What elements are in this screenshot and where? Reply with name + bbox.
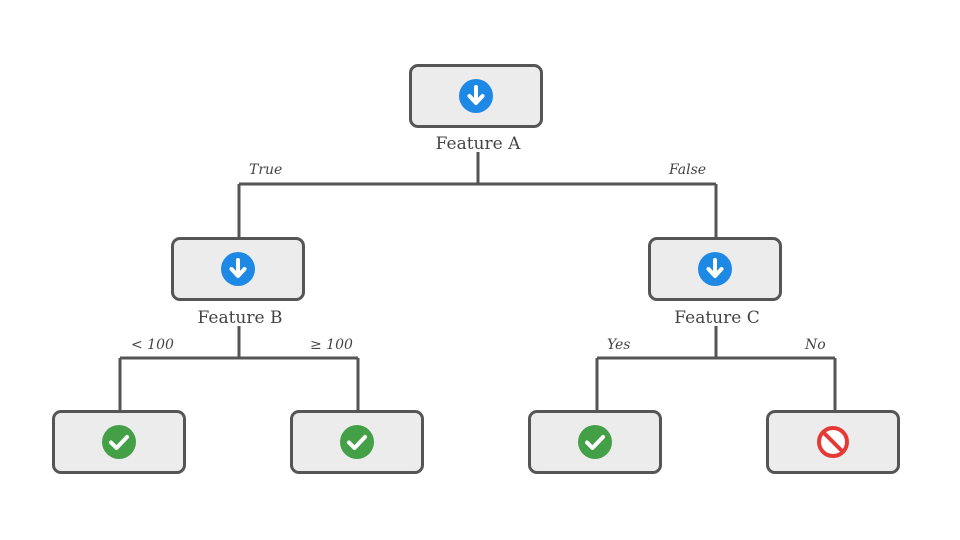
- edge-c-to-leaves: [595, 326, 837, 411]
- edge-b-to-leaves: [118, 326, 360, 411]
- edge-label-less-100: < 100: [131, 337, 174, 353]
- edge-label-ge-100: ≥ 100: [310, 337, 353, 353]
- node-feature-a[interactable]: [409, 64, 543, 128]
- edge-root-to-b-c: [237, 152, 718, 238]
- node-label-feature-a: Feature A: [435, 134, 521, 154]
- node-feature-b[interactable]: [171, 237, 305, 301]
- node-label-feature-c: Feature C: [674, 308, 760, 328]
- leaf-c-no[interactable]: [766, 410, 900, 474]
- down-arrow-icon: [698, 252, 732, 286]
- check-icon: [340, 425, 374, 459]
- check-icon: [578, 425, 612, 459]
- no-entry-icon: [817, 426, 849, 458]
- edge-label-false: False: [669, 162, 707, 178]
- leaf-b-less-100[interactable]: [52, 410, 186, 474]
- node-label-feature-b: Feature B: [197, 308, 283, 328]
- node-feature-c[interactable]: [648, 237, 782, 301]
- edge-label-no: No: [805, 337, 826, 353]
- leaf-c-yes[interactable]: [528, 410, 662, 474]
- down-arrow-icon: [221, 252, 255, 286]
- leaf-b-ge-100[interactable]: [290, 410, 424, 474]
- check-icon: [102, 425, 136, 459]
- edge-label-true: True: [249, 162, 283, 178]
- edge-label-yes: Yes: [607, 337, 631, 353]
- down-arrow-icon: [459, 79, 493, 113]
